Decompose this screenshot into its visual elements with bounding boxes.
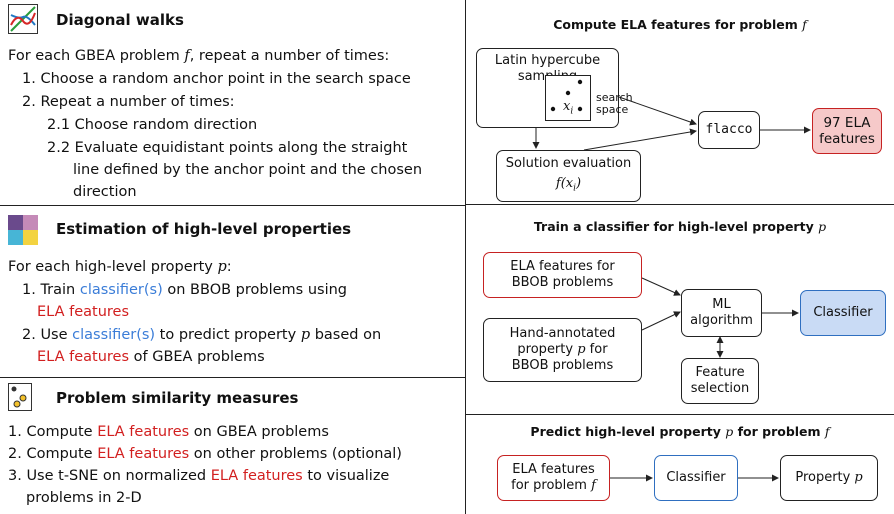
diagonal-step-2: 2. Repeat a number of times: <box>22 94 235 110</box>
similarity-icon <box>8 383 32 411</box>
search-space-square: xi <box>545 75 591 121</box>
panel1-title: Compute ELA features for problem f <box>553 17 807 32</box>
similarity-step-1: 1. Compute ELA features on GBEA problems <box>8 424 329 440</box>
diagonal-step-2-2-line3: direction <box>73 184 137 200</box>
panel2-title: Train a classifier for high-level proper… <box>533 219 827 234</box>
estimation-icon <box>8 215 38 245</box>
ml-algorithm-box: ML algorithm <box>681 289 762 337</box>
flacco-box: flacco <box>698 111 760 149</box>
similarity-title: Problem similarity measures <box>56 389 299 407</box>
ela-problem-box: ELA features for problem f <box>497 455 610 501</box>
diagonal-step-2-1: 2.1 Choose random direction <box>47 117 258 133</box>
panel3-title: Predict high-level property p for proble… <box>530 424 830 439</box>
property-output-box: Property p <box>780 455 878 501</box>
estimation-step-1: 1. Train classifier(s) on BBOB problems … <box>22 282 347 298</box>
left-divider-2 <box>0 377 465 378</box>
similarity-step-3: 3. Use t-SNE on normalized ELA features … <box>8 468 390 484</box>
estimation-step-1-ela: ELA features <box>37 304 130 320</box>
diagonal-step-1: 1. Choose a random anchor point in the s… <box>22 71 411 87</box>
diagonal-step-2-2-line1: 2.2 Evaluate equidistant points along th… <box>47 140 408 156</box>
left-divider-1 <box>0 205 465 206</box>
similarity-step-2: 2. Compute ELA features on other problem… <box>8 446 402 462</box>
sample-point-label: xi <box>563 99 574 117</box>
ela-bbob-box: ELA features for BBOB problems <box>483 252 642 298</box>
search-space-label: search space <box>596 91 633 116</box>
classifier-train-box: Classifier <box>800 290 886 336</box>
feature-selection-box: Feature selection <box>681 358 759 404</box>
right-divider-1 <box>465 204 894 205</box>
estimation-intro: For each high-level property p: <box>8 259 232 275</box>
similarity-step-3-cont: problems in 2-D <box>26 490 142 506</box>
diagonal-walks-icon <box>8 4 38 34</box>
diagonal-intro: For each GBEA problem f, repeat a number… <box>8 48 390 64</box>
diagonal-step-2-2-line2: line defined by the anchor point and the… <box>73 162 423 178</box>
center-divider <box>465 0 466 514</box>
hand-annotated-box: Hand-annotated property p for BBOB probl… <box>483 318 642 382</box>
estimation-title: Estimation of high-level properties <box>56 220 352 238</box>
ela-output-box: 97 ELA features <box>812 108 882 154</box>
estimation-step-2: 2. Use classifier(s) to predict property… <box>22 327 382 343</box>
diagonal-walks-title: Diagonal walks <box>56 11 184 29</box>
estimation-step-2-cont: ELA features of GBEA problems <box>37 349 265 365</box>
right-divider-2 <box>465 414 894 415</box>
classifier-predict-box: Classifier <box>654 455 738 501</box>
solution-evaluation-box: Solution evaluation f(xi) <box>496 150 641 202</box>
